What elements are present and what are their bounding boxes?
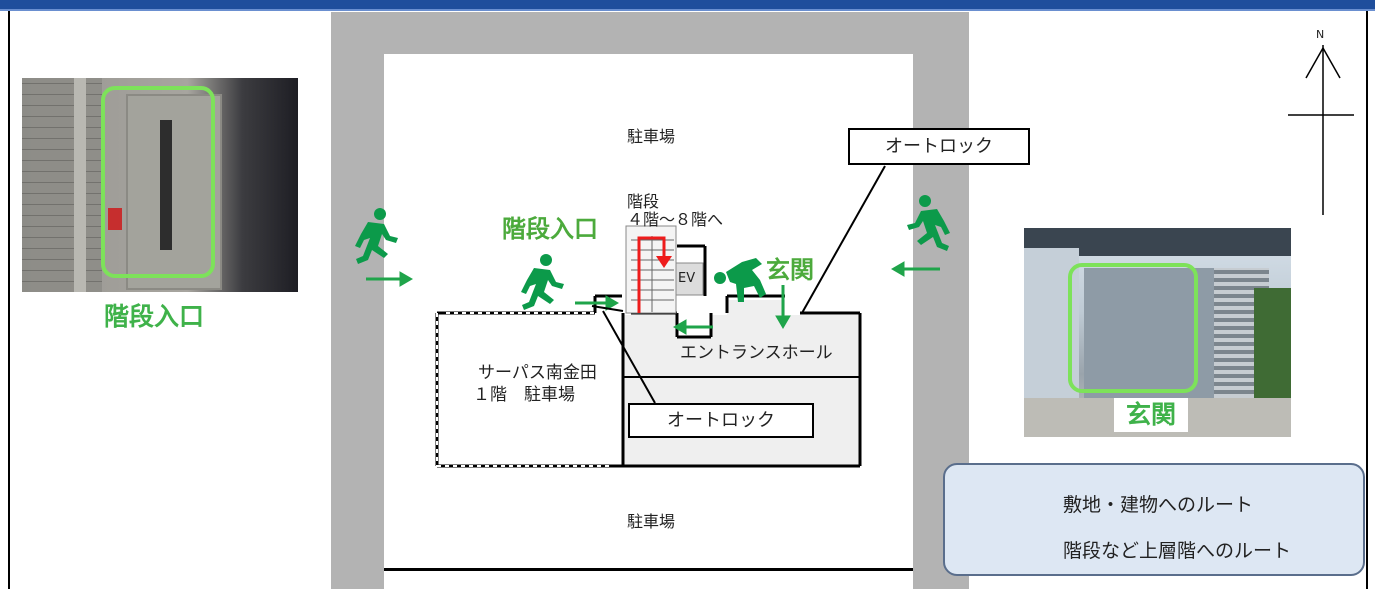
entrance-label: 玄関 [766, 256, 814, 284]
entrance-highlight [1068, 263, 1198, 393]
stair-entrance-photo [22, 78, 298, 292]
entrance-photo [1024, 228, 1291, 437]
north-arrow-icon [1288, 45, 1354, 215]
autolock-label-bottom: オートロック [628, 403, 814, 438]
ev-label: EV [678, 271, 696, 286]
autolock-bottom-leader [602, 310, 656, 404]
elevator-box [675, 262, 704, 296]
autolock-top-leader [801, 165, 886, 314]
stair-door-highlight [101, 86, 215, 278]
building-name-label: サーパス南金田 [478, 363, 597, 383]
stair-entrance-label: 階段入口 [502, 215, 598, 243]
autolock-label-top: オートロック [848, 128, 1030, 165]
fire-sign [108, 208, 122, 230]
parking-bottom-label: 駐車場 [627, 512, 676, 531]
route-legend: 敷地・建物へのルート 階段など上層階へのルート [943, 463, 1365, 576]
parking-top-label: 駐車場 [627, 127, 676, 146]
red-route-arrowhead [656, 256, 672, 268]
entrance-photo-caption: 玄関 [1114, 398, 1188, 432]
drain-pipe [74, 78, 86, 292]
legend-item-red: 階段など上層階へのルート [945, 532, 1365, 562]
page-right-border [1366, 11, 1368, 589]
door-window [160, 120, 172, 250]
glass-entrance [1084, 268, 1214, 398]
running-man-icon [521, 254, 564, 310]
building-floor-label: １階 駐車場 [473, 385, 575, 405]
north-label: N [1316, 28, 1325, 41]
page-left-border [8, 11, 10, 589]
red-route-line [637, 236, 666, 313]
legend-item-green: 敷地・建物へのルート [945, 486, 1365, 516]
parking-dashed-outline [436, 312, 610, 467]
brick-wall [22, 78, 102, 292]
legend-label-red: 階段など上層階へのルート [1063, 540, 1292, 562]
stairs-title: 階段 [627, 192, 660, 211]
top-title-bar [0, 0, 1375, 9]
running-man-icon [714, 258, 766, 302]
top-title-bar-accent [0, 9, 1375, 11]
lot-bottom-edge [384, 568, 913, 571]
entrance-hall-area [623, 300, 860, 466]
running-man-icon [355, 208, 398, 264]
green-route-arrows [366, 261, 940, 335]
stair-photo-leader [591, 305, 624, 312]
stairs-floors-label: ４階～８階へ [627, 210, 724, 229]
running-man-icon [907, 195, 950, 251]
stair-photo-caption: 階段入口 [104, 302, 205, 331]
stair-door [126, 94, 222, 290]
legend-label-green: 敷地・建物へのルート [1063, 494, 1254, 516]
entrance-hall-label: エントランスホール [680, 343, 833, 363]
